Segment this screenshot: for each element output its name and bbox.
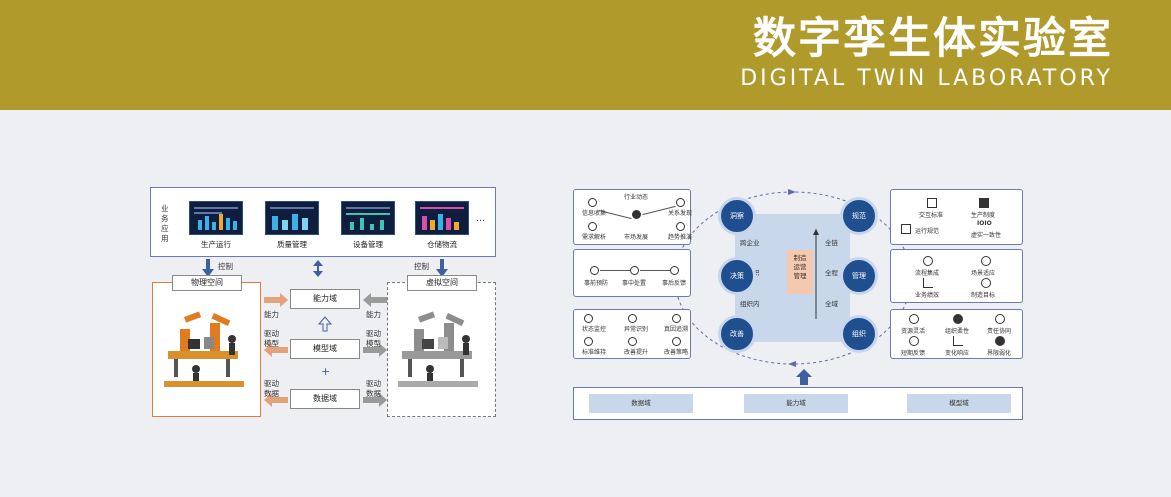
right-side-arrows (363, 293, 387, 407)
domain-connectors: + (317, 316, 333, 378)
app-thumb-production (189, 201, 243, 235)
left-arrow-label-data: 驱动 数据 (264, 379, 279, 398)
interaction-icon (927, 198, 937, 208)
app-thumb-warehouse (415, 201, 469, 235)
spec-icon (901, 224, 911, 234)
app-label-quality: 质量管理 (277, 240, 307, 249)
target-icon (981, 278, 991, 288)
organize-panel: 资源灵活 组织柔性 责任协同 短期反馈 变化响应 界限弱化 (890, 309, 1023, 359)
model-domain-box: 模型域 (290, 339, 360, 359)
base-data-domain: 数据域 (589, 394, 693, 413)
header-banner: 数字孪生体实验室 DIGITAL TWIN LABORATORY (0, 0, 1171, 110)
left-diagram: 业务应用 生产运行 质量管理 设备管理 仓储物流 … (150, 187, 502, 424)
right-diagram: 制造 运营 管理 跨企业 跨组织 组织内 全链 全程 全域 信息收集 行业动态 … (570, 187, 1025, 420)
scene-icon (981, 256, 991, 266)
center-label-full-chain: 全链 (825, 239, 838, 247)
app-label-warehouse: 仓储物流 (427, 240, 457, 249)
left-side-arrows (264, 293, 288, 407)
physical-space-box (152, 282, 261, 417)
center-label-full-process: 全程 (825, 269, 838, 277)
system-icon (979, 198, 989, 208)
banner-subtitle: DIGITAL TWIN LABORATORY (740, 66, 1113, 91)
manufacturing-ops-box: 制造 运营 管理 (787, 250, 813, 294)
center-label-intra-org: 组织内 (740, 300, 760, 308)
insight-panel: 信息收集 行业动态 关系发现 需求解析 市场发展 趋势推演 (573, 189, 692, 245)
organize-circle: 组织 (840, 315, 878, 353)
base-capability-domain: 能力域 (744, 394, 848, 413)
svg-text:+: + (321, 365, 330, 378)
response-icon (953, 336, 963, 346)
virtual-factory-illustration (398, 311, 478, 387)
improve-circle: 改善 (718, 315, 756, 353)
data-domain-box: 数据域 (290, 389, 360, 409)
manage-panel: 流程集成 场景适应 业务绩效 制造目标 (890, 249, 1023, 303)
app-label-equipment: 设备管理 (353, 240, 383, 249)
right-arrow-label-model: 驱动 模型 (366, 329, 381, 348)
virtual-space-title: 虚拟空间 (407, 275, 477, 291)
flex-icon (953, 314, 963, 324)
resource-icon (909, 314, 919, 324)
control-label-left: 控制 (218, 262, 233, 271)
right-arrow-label-data: 驱动 数据 (366, 379, 381, 398)
improve-panel: 状态监控 异常识别 真因追溯 标准维持 改善提升 改善策略 (573, 309, 691, 359)
control-label-right: 控制 (414, 262, 429, 271)
left-arrow-label-model: 驱动 模型 (264, 329, 279, 348)
flow-icon (923, 256, 933, 266)
center-arrow (813, 229, 819, 319)
app-label-production: 生产运行 (201, 240, 231, 249)
center-label-full-domain: 全域 (825, 300, 838, 308)
app-thumb-quality (265, 201, 319, 235)
capability-domain-box: 能力域 (290, 289, 360, 309)
control-arrows (202, 259, 448, 277)
foundation-panel: 数据域 能力域 模型域 (573, 387, 1023, 420)
right-arrow-label-capability: 能力 (366, 310, 381, 319)
decision-circle: 决策 (718, 257, 756, 295)
banner-title: 数字孪生体实验室 (753, 14, 1113, 64)
center-label-cross-enterprise: 跨企业 (740, 239, 760, 247)
base-model-domain: 模型域 (907, 394, 1011, 413)
standard-panel: 交互标准 生产制度 运行规范 IOIO 虚实一致性 (890, 189, 1023, 245)
clock-icon (909, 336, 919, 346)
up-arrow (796, 369, 812, 385)
binary-icon: IOIO (977, 220, 992, 227)
app-thumb-equipment (341, 201, 395, 235)
business-apps-label: 业务应用 (161, 204, 169, 243)
performance-icon (923, 278, 933, 288)
more-ellipsis: … (476, 214, 485, 224)
cooperation-icon (995, 314, 1005, 324)
business-apps-box: 业务应用 生产运行 质量管理 设备管理 仓储物流 … (150, 187, 496, 257)
physical-space-title: 物理空间 (172, 275, 242, 291)
boundary-icon (995, 336, 1005, 346)
decision-panel: 事前预防 事中处置 事后反馈 (573, 249, 691, 297)
insight-circle: 洞察 (718, 197, 756, 235)
manage-circle: 管理 (840, 257, 878, 295)
physical-factory-illustration (164, 311, 244, 387)
standard-circle: 规范 (840, 197, 878, 235)
left-arrow-label-capability: 能力 (264, 310, 279, 319)
